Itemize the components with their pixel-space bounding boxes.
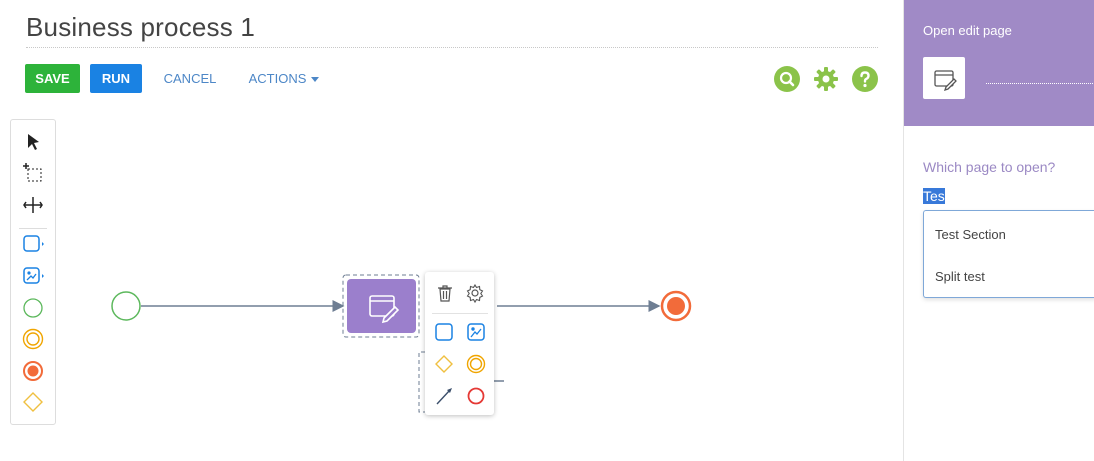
search-icon[interactable] bbox=[774, 66, 800, 92]
gear-icon[interactable] bbox=[813, 66, 839, 92]
gateway-icon[interactable] bbox=[21, 390, 45, 414]
save-button[interactable]: SAVE bbox=[25, 64, 80, 93]
actions-label: ACTIONS bbox=[248, 71, 307, 86]
chevron-down-icon bbox=[311, 77, 320, 83]
script-task-icon[interactable] bbox=[21, 264, 45, 288]
pointer-icon[interactable] bbox=[21, 130, 45, 154]
help-icon[interactable] bbox=[852, 66, 878, 92]
properties-panel: Open edit page Which page to open? Tes T… bbox=[903, 0, 1094, 461]
process-canvas[interactable] bbox=[0, 0, 900, 461]
title-divider bbox=[26, 47, 878, 48]
context-menu-divider bbox=[432, 313, 488, 314]
page-lookup-value: Tes bbox=[923, 188, 945, 204]
actions-button[interactable]: ACTIONS bbox=[244, 64, 324, 93]
element-context-menu bbox=[425, 272, 494, 415]
run-button[interactable]: RUN bbox=[90, 64, 142, 93]
page-lookup-dropdown: Test Section Split test bbox=[923, 210, 1094, 298]
dropdown-option[interactable]: Test Section bbox=[935, 227, 1006, 242]
page-title: Business process 1 bbox=[26, 12, 256, 42]
edit-page-icon bbox=[934, 70, 957, 92]
panel-title: Open edit page bbox=[923, 23, 1012, 38]
page-field-label: Which page to open? bbox=[923, 159, 1056, 175]
panel-header-divider bbox=[986, 83, 1094, 84]
dropdown-option[interactable]: Split test bbox=[935, 269, 985, 284]
end-event-icon[interactable] bbox=[465, 385, 487, 407]
cancel-button[interactable]: CANCEL bbox=[163, 71, 217, 86]
settings-icon[interactable] bbox=[464, 282, 486, 304]
user-task-icon[interactable] bbox=[21, 232, 45, 256]
task-selection-box bbox=[342, 274, 420, 338]
end-event-icon[interactable] bbox=[21, 359, 45, 383]
intermediate-event-icon[interactable] bbox=[21, 327, 45, 351]
element-toolbar bbox=[10, 119, 56, 425]
script-task-icon[interactable] bbox=[465, 321, 487, 343]
end-event[interactable] bbox=[660, 290, 692, 322]
panel-header: Open edit page bbox=[904, 0, 1094, 126]
edit-page-icon bbox=[369, 295, 400, 324]
element-type-icon-box[interactable] bbox=[923, 57, 965, 99]
user-task-icon[interactable] bbox=[433, 321, 455, 343]
lasso-select-icon[interactable] bbox=[21, 161, 45, 185]
start-event-icon[interactable] bbox=[21, 296, 45, 320]
delete-icon[interactable] bbox=[434, 282, 456, 304]
open-edit-page-task[interactable] bbox=[347, 279, 416, 333]
page-lookup-input[interactable]: Tes bbox=[923, 188, 1093, 208]
toolbar-divider bbox=[19, 228, 47, 229]
intermediate-event-icon[interactable] bbox=[465, 353, 487, 375]
start-event[interactable] bbox=[111, 291, 141, 321]
connector-arrow-icon[interactable] bbox=[433, 385, 455, 407]
space-tool-icon[interactable] bbox=[21, 193, 45, 217]
connector-preview bbox=[418, 351, 425, 413]
gateway-icon[interactable] bbox=[433, 353, 455, 375]
